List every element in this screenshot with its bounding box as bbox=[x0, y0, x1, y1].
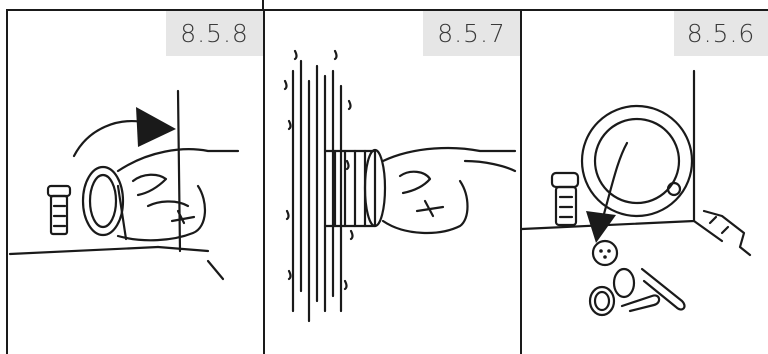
step-panel-8-5-7: 8.5.7 bbox=[263, 9, 522, 354]
illustration-refit-filter bbox=[8, 11, 265, 354]
arrow-down-icon bbox=[586, 211, 616, 243]
hand-icon bbox=[383, 148, 515, 233]
illustration-rinse-filter bbox=[265, 11, 522, 354]
step-panel-8-5-6: 8.5.6 bbox=[520, 9, 768, 354]
debris-icon bbox=[590, 241, 684, 315]
step-panel-8-5-8: 8.5.8 bbox=[6, 9, 265, 354]
hand-icon bbox=[83, 149, 238, 240]
step-label: 8.5.7 bbox=[423, 11, 520, 56]
step-label: 8.5.8 bbox=[166, 11, 263, 56]
arrow-head-icon bbox=[136, 107, 176, 147]
water-stream-icon bbox=[285, 51, 353, 321]
filter-cap-icon bbox=[48, 186, 70, 234]
filter-cap-icon bbox=[552, 173, 578, 225]
filter-opening-icon bbox=[582, 106, 692, 216]
filter-cylinder-icon bbox=[325, 150, 385, 226]
illustration-remove-debris bbox=[522, 11, 768, 354]
step-label: 8.5.6 bbox=[674, 11, 768, 56]
